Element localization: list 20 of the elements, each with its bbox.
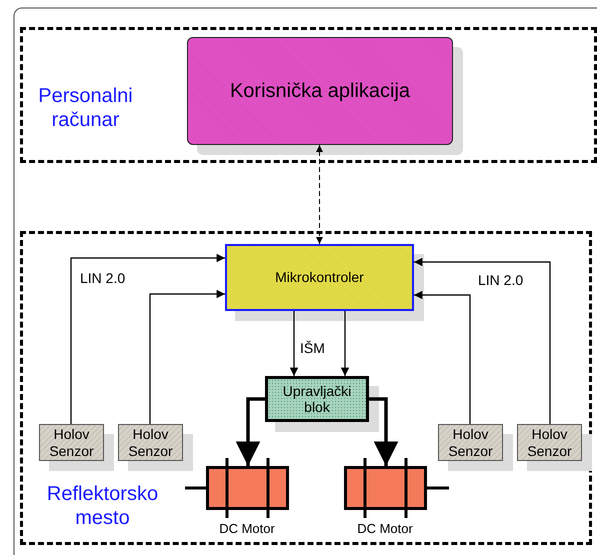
motor-caption: DC Motor xyxy=(356,521,414,536)
motor-caption: DC Motor xyxy=(218,521,276,536)
arrow xyxy=(70,254,225,424)
connector-label: LIN 2.0 xyxy=(80,270,126,286)
connector-label: IŠM xyxy=(300,340,325,356)
connector-label: LIN 2.0 xyxy=(478,272,524,288)
arrow xyxy=(340,311,350,376)
arrow xyxy=(236,397,265,466)
region-label: Reflektorsko mesto xyxy=(46,482,160,530)
arrow xyxy=(414,290,471,424)
region-label: Personalni računar xyxy=(37,84,134,132)
motor-body xyxy=(344,466,427,510)
arrow xyxy=(316,144,323,244)
arrow xyxy=(369,397,398,466)
dashed-region xyxy=(20,231,592,545)
dashed-region xyxy=(20,27,597,163)
arrow xyxy=(290,311,298,376)
motor-body xyxy=(206,466,289,510)
arrow xyxy=(414,258,551,424)
arrow xyxy=(149,290,225,424)
